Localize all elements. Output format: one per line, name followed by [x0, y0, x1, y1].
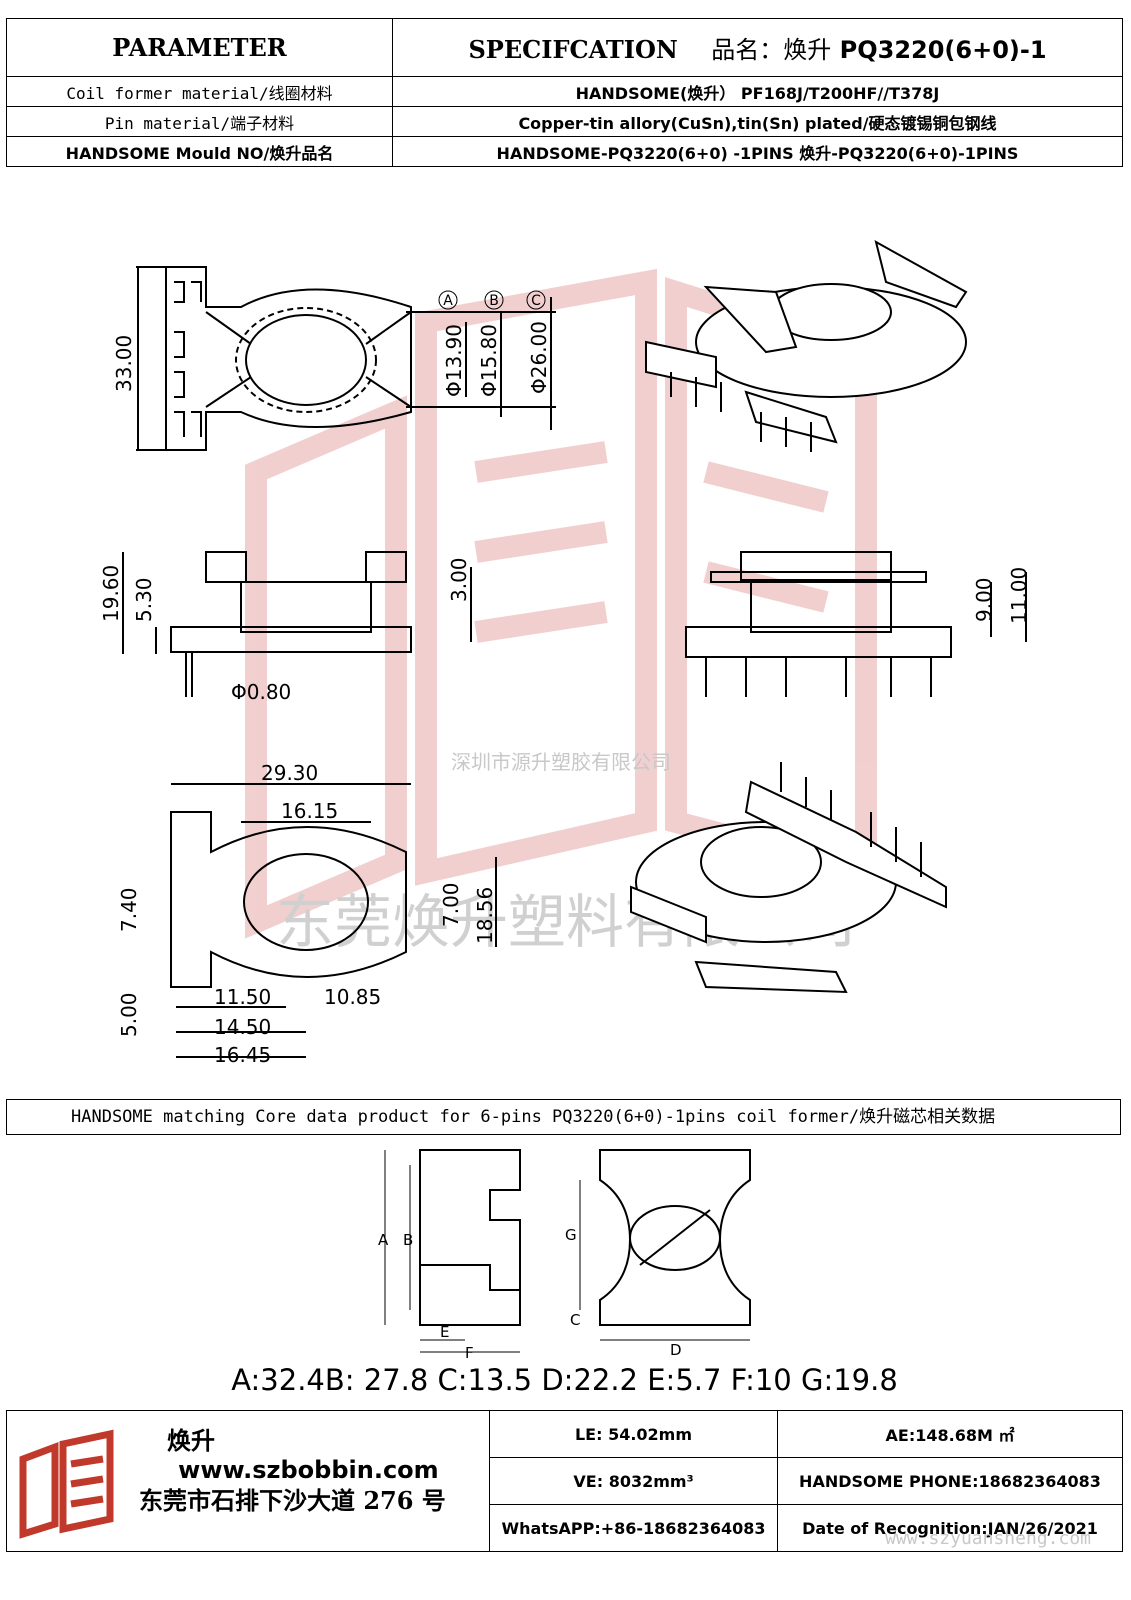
whatsapp-value: WhatsAPP:+86-18682364083 — [489, 1504, 778, 1552]
footer-table: 焕升 www.szbobbin.com 东莞市石排下沙大道 276 号 LE: … — [6, 1410, 1123, 1552]
dim-pin-080: Φ0.80 — [231, 680, 291, 704]
dim-900: 9.00 — [972, 577, 996, 622]
svg-text:B: B — [489, 293, 499, 309]
technical-drawing: 深圳市源升塑胶有限公司 东莞焕升塑料有限公司 33.00 Φ13.90 Φ15.… — [99, 240, 1031, 1067]
dim-300: 3.00 — [447, 557, 471, 602]
core-letter-g: G — [565, 1226, 577, 1244]
le-value: LE: 54.02mm — [489, 1410, 778, 1458]
watermark-company-small: 深圳市源升塑胶有限公司 — [451, 750, 671, 774]
brand-line: 焕升 www.szbobbin.com — [167, 1421, 489, 1484]
parameter-header: PARAMETER — [6, 18, 393, 77]
watermark-url: www.szyuansheng.com — [885, 1528, 1091, 1549]
ve-value: VE: 8032mm³ — [489, 1457, 778, 1505]
dim-500: 5.00 — [117, 992, 141, 1037]
spec-label: SPECIFCATION — [468, 35, 678, 64]
circle-labels-abc: A B C — [438, 290, 546, 310]
dim-1960: 19.60 — [99, 565, 123, 622]
dim-1615: 16.15 — [281, 799, 338, 823]
core-letter-e: E — [440, 1323, 449, 1341]
isometric-view-top — [645, 240, 968, 452]
spec-table: PARAMETER SPECIFCATION 品名：焕升 PQ3220(6+0)… — [6, 18, 1123, 167]
brand-logo-icon — [19, 1429, 114, 1539]
dim-1150: 11.50 — [214, 985, 271, 1009]
isometric-view-bottom — [630, 762, 947, 994]
dim-700: 7.00 — [439, 882, 463, 927]
dim-2930: 29.30 — [261, 761, 318, 785]
mould-no-label: HANDSOME Mould NO/焕升品名 — [6, 136, 393, 167]
side-view — [122, 551, 472, 697]
core-letter-d: D — [670, 1341, 682, 1359]
dim-740: 7.40 — [117, 887, 141, 932]
front-view — [685, 551, 1027, 697]
mould-no-value: HANDSOME-PQ3220(6+0) -1PINS 焕升-PQ3220(6+… — [392, 136, 1123, 167]
brand-name: 焕升 — [167, 1426, 215, 1455]
top-view — [136, 266, 556, 451]
core-diagram: A B C D E F G — [378, 1149, 751, 1360]
core-letter-f: F — [465, 1344, 474, 1360]
pin-material-value: Copper-tin allory(CuSn),tin(Sn) plated/硬… — [392, 106, 1123, 137]
dim-1100: 11.00 — [1007, 567, 1031, 624]
date-value: Date of Recognition:JAN/26/2021 — [777, 1504, 1123, 1552]
core-values-line: A:32.4B: 27.8 C:13.5 D:22.2 E:5.7 F:10 G… — [231, 1363, 898, 1397]
product-code: PQ3220(6+0)-1 — [839, 36, 1047, 64]
svg-text:C: C — [531, 293, 541, 309]
dim-1450: 14.50 — [214, 1015, 271, 1039]
specification-header: SPECIFCATION 品名：焕升 PQ3220(6+0)-1 — [392, 18, 1123, 77]
core-letter-c: C — [570, 1311, 580, 1329]
bottom-view — [170, 783, 497, 1058]
core-side-e-bottom — [419, 1264, 521, 1326]
core-data-title: HANDSOME matching Core data product for … — [6, 1099, 1121, 1135]
phone-value: HANDSOME PHONE:18682364083 — [777, 1457, 1123, 1505]
svg-text:A: A — [443, 293, 453, 309]
address: 东莞市石排下沙大道 276 号 — [139, 1486, 446, 1515]
pin-material-label: Pin material/端子材料 — [6, 106, 393, 137]
core-letter-b: B — [403, 1231, 413, 1249]
dim-530: 5.30 — [132, 577, 156, 622]
brand-cell: 焕升 www.szbobbin.com 东莞市石排下沙大道 276 号 — [6, 1410, 490, 1552]
website-link[interactable]: www.szbobbin.com — [178, 1456, 439, 1484]
dim-1856: 18.56 — [473, 887, 497, 944]
product-prefix: 品名：焕升 — [711, 36, 832, 64]
dim-1645: 16.45 — [214, 1043, 271, 1067]
dim-phi-26: Φ26.00 — [527, 321, 551, 394]
coil-material-value: HANDSOME(焕升） PF168J/T200HF//T378J — [392, 76, 1123, 107]
dim-33: 33.00 — [112, 335, 136, 392]
ae-value: AE:148.68M ㎡ — [777, 1410, 1123, 1458]
dim-phi-158: Φ15.80 — [477, 324, 501, 397]
dim-1085: 10.85 — [324, 985, 381, 1009]
core-letter-a: A — [378, 1231, 389, 1249]
coil-material-label: Coil former material/线圈材料 — [6, 76, 393, 107]
dim-phi-139: Φ13.90 — [442, 324, 466, 397]
